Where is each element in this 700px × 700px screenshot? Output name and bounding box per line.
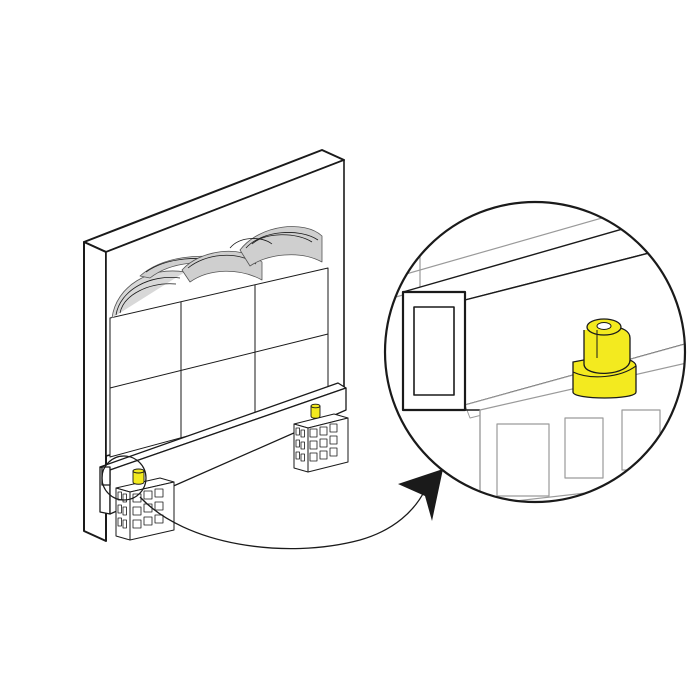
support-block-left [115, 477, 175, 541]
zoom-detail [383, 200, 687, 504]
spacer-icon-left [132, 468, 145, 485]
panel-assembly [83, 149, 349, 542]
wave-pattern [111, 226, 323, 319]
support-block-right [293, 413, 349, 473]
spacer-ring-icon [572, 318, 637, 399]
spacer-icon-right [310, 403, 321, 419]
detail-marker-circle [101, 455, 147, 501]
curved-arrow-icon [139, 469, 443, 550]
